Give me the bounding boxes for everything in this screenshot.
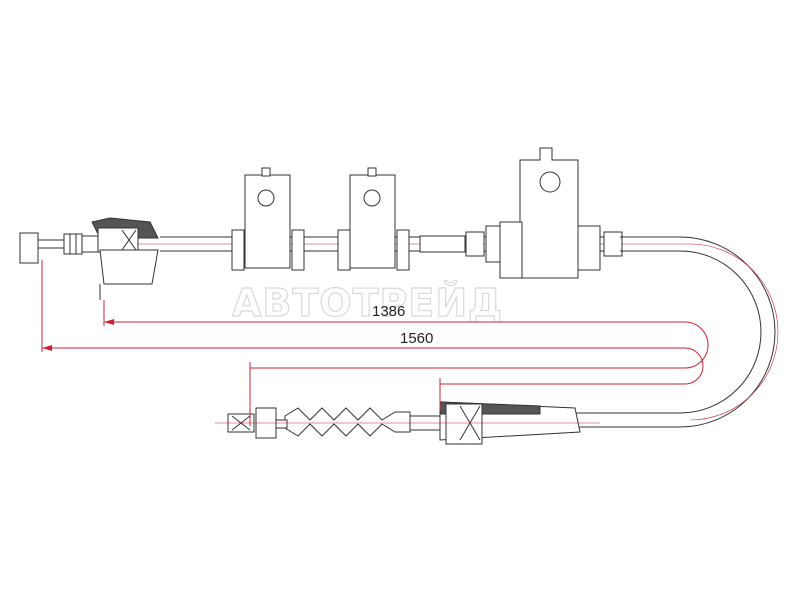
dimension-lines [41,260,709,426]
mount-bracket-3 [499,147,623,279]
adjuster-bushing [91,217,159,300]
dimension-label-lower: 1560 [400,330,433,347]
left-end-fitting [19,232,99,264]
middle-fitting [419,225,507,263]
lower-cable [215,401,600,445]
watermark-logo: АВТОТРЕЙД [232,281,503,325]
mount-bracket-2 [337,167,410,271]
mount-bracket-1 [231,167,305,271]
cable-bend [580,236,779,428]
dimension-label-upper: 1386 [372,303,405,320]
